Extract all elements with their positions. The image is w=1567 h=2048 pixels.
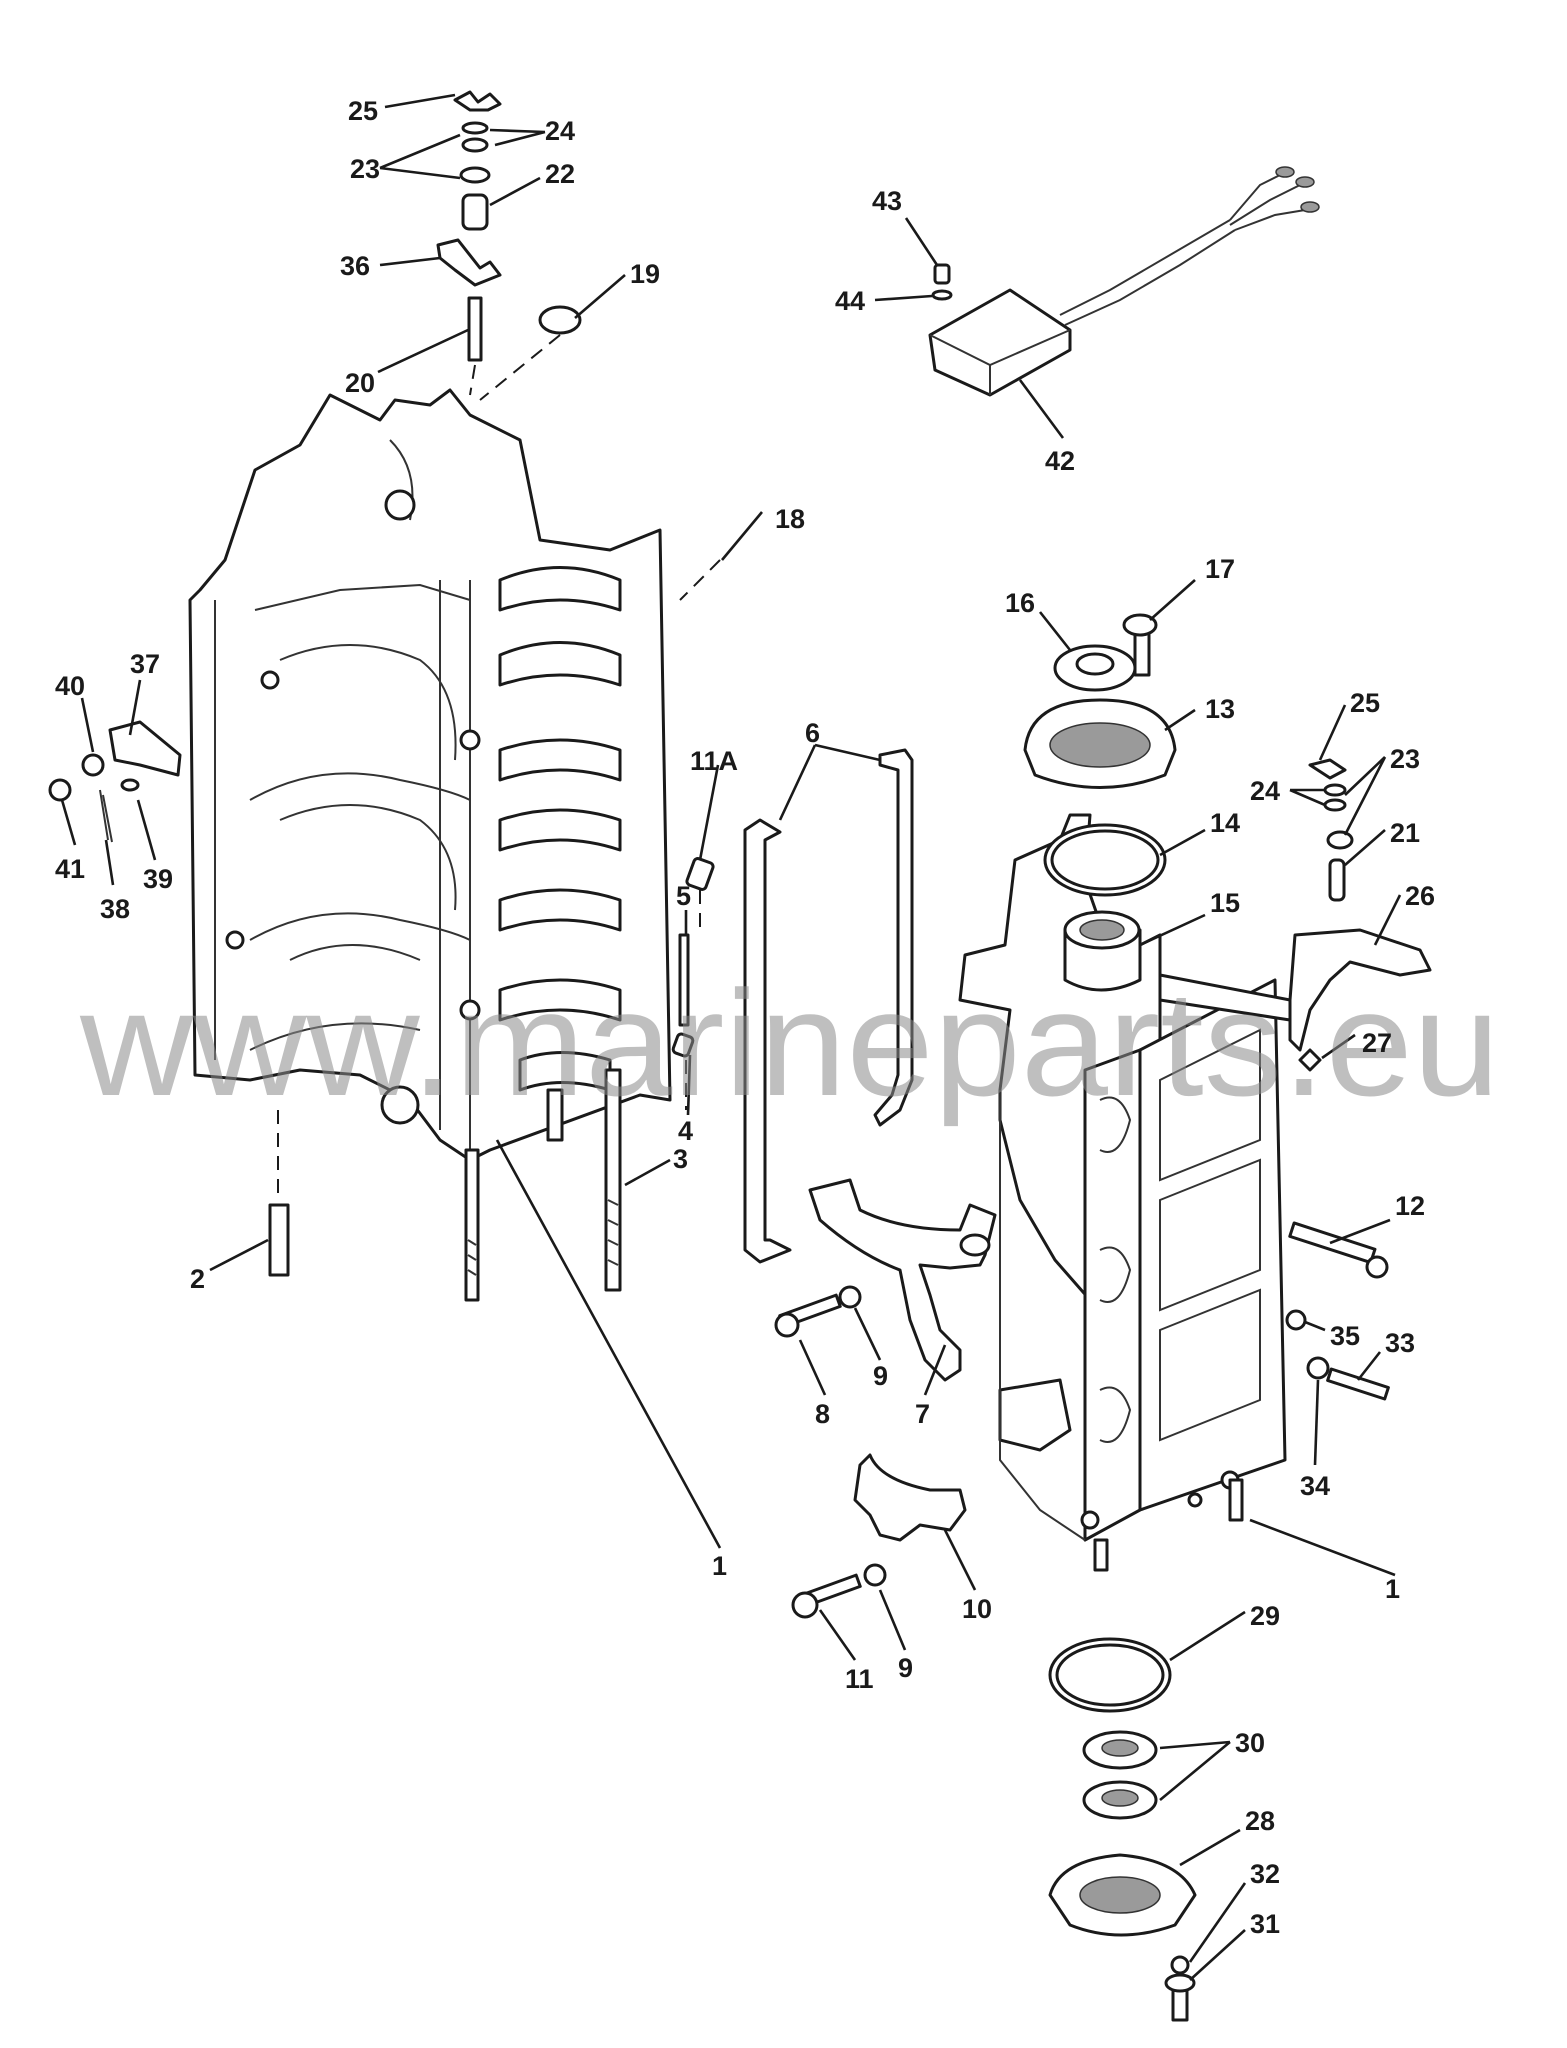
callout-36: 36: [340, 251, 370, 281]
nut-9-lower: [863, 1563, 887, 1587]
tube-26: [1288, 928, 1432, 1052]
callout-39: 39: [143, 864, 173, 894]
callout-1-left: 1: [712, 1551, 727, 1581]
callout-16: 16: [1005, 588, 1035, 618]
callout-24-top: 24: [545, 116, 575, 146]
callout-31: 31: [1250, 1909, 1280, 1939]
washer-44: [931, 289, 953, 301]
callout-14: 14: [1210, 808, 1240, 838]
callout-25-top: 25: [348, 96, 378, 126]
washer-39: [120, 778, 140, 792]
callout-8: 8: [815, 1399, 830, 1429]
wing-nut-25-right: [1308, 758, 1347, 780]
stud-2: [268, 1203, 290, 1277]
callout-32: 32: [1250, 1859, 1280, 1889]
callout-33: 33: [1385, 1328, 1415, 1358]
nut-41: [48, 778, 72, 802]
middle-parts: [268, 559, 914, 1277]
callout-40: 40: [55, 671, 85, 701]
washer-32: [1170, 1955, 1190, 1975]
callout-44: 44: [835, 286, 865, 316]
callout-27: 27: [1362, 1028, 1392, 1058]
dowel-11A: [685, 857, 715, 891]
wing-nut-25: [453, 90, 502, 112]
callout-29: 29: [1250, 1601, 1280, 1631]
callout-11A: 11A: [690, 746, 738, 776]
callout-30: 30: [1235, 1728, 1265, 1758]
callout-17-top: 17: [1205, 554, 1235, 584]
callout-1-right: 1: [1385, 1574, 1400, 1604]
bearing-stack-top: [1023, 613, 1177, 992]
callout-12: 12: [1395, 1191, 1425, 1221]
tube-6-right: [873, 748, 914, 1127]
callout-28: 28: [1245, 1806, 1275, 1836]
watermark: www.marineparts.eu: [79, 959, 1500, 1127]
tube-6-left: [743, 818, 792, 1264]
screw-33: [1326, 1367, 1390, 1401]
callout-13: 13: [1205, 694, 1235, 724]
cylinder-block-left: [188, 388, 672, 1302]
callout-38: 38: [100, 894, 130, 924]
bracket-7: [808, 1178, 997, 1382]
callout-35: 35: [1330, 1321, 1360, 1351]
nut-27: [1298, 1048, 1322, 1072]
nut-40: [81, 753, 105, 777]
callout-22: 22: [545, 159, 575, 189]
callout-5: 5: [676, 881, 691, 911]
callout-4: 4: [678, 1116, 693, 1146]
callout-23-right: 23: [1390, 744, 1420, 774]
callout-2: 2: [190, 1264, 205, 1294]
bracket-10: [853, 1453, 967, 1542]
spacer-22: [461, 193, 489, 231]
callout-25-right: 25: [1350, 688, 1380, 718]
callout-11: 11: [845, 1664, 874, 1694]
callout-37: 37: [130, 649, 160, 679]
callout-6: 6: [805, 718, 820, 748]
electrical-module-42: [928, 166, 1320, 397]
leader-lines: [60, 93, 1402, 1981]
callout-43: 43: [872, 186, 902, 216]
bearing-stack-bottom: [1048, 1637, 1197, 2022]
stud-20: [467, 296, 483, 362]
pin-5: [678, 933, 690, 1027]
callout-9-upper: 9: [873, 1361, 888, 1391]
nut-34: [1306, 1356, 1330, 1380]
bracket-37: [108, 720, 182, 777]
callout-19: 19: [630, 259, 660, 289]
callout-10: 10: [962, 1594, 992, 1624]
callout-23-top: 23: [350, 154, 380, 184]
small-parts-right: [1288, 758, 1432, 1072]
callout-7: 7: [915, 1399, 930, 1429]
washer-23: [459, 166, 491, 184]
washer-24a: [461, 121, 489, 135]
callout-24-right: 24: [1250, 776, 1280, 806]
callout-18: 18: [775, 504, 805, 534]
plug-19: [538, 305, 582, 335]
callout-labels: 25 24 23 22 36 19 20 43 44 42 18 17 16 1…: [55, 96, 1435, 1939]
washer-24b: [461, 137, 489, 153]
callout-26: 26: [1405, 881, 1435, 911]
callout-21: 21: [1390, 818, 1420, 848]
stud-21: [1328, 858, 1346, 902]
callout-34: 34: [1300, 1471, 1330, 1501]
callout-9-lower: 9: [898, 1653, 913, 1683]
screw-38: [99, 789, 113, 843]
pin-4: [671, 1032, 695, 1058]
callout-20: 20: [345, 368, 375, 398]
callout-15: 15: [1210, 888, 1240, 918]
small-parts-top-left: [436, 90, 582, 401]
lower-brackets: [774, 1178, 1390, 1619]
washer-35: [1285, 1309, 1307, 1331]
callout-3: 3: [673, 1144, 688, 1174]
clamp-36: [436, 238, 502, 287]
callout-42: 42: [1045, 446, 1075, 476]
callout-41: 41: [55, 854, 85, 884]
screw-43: [933, 263, 951, 285]
bracket-assembly-left: [48, 720, 182, 843]
nut-9-upper: [838, 1285, 862, 1309]
